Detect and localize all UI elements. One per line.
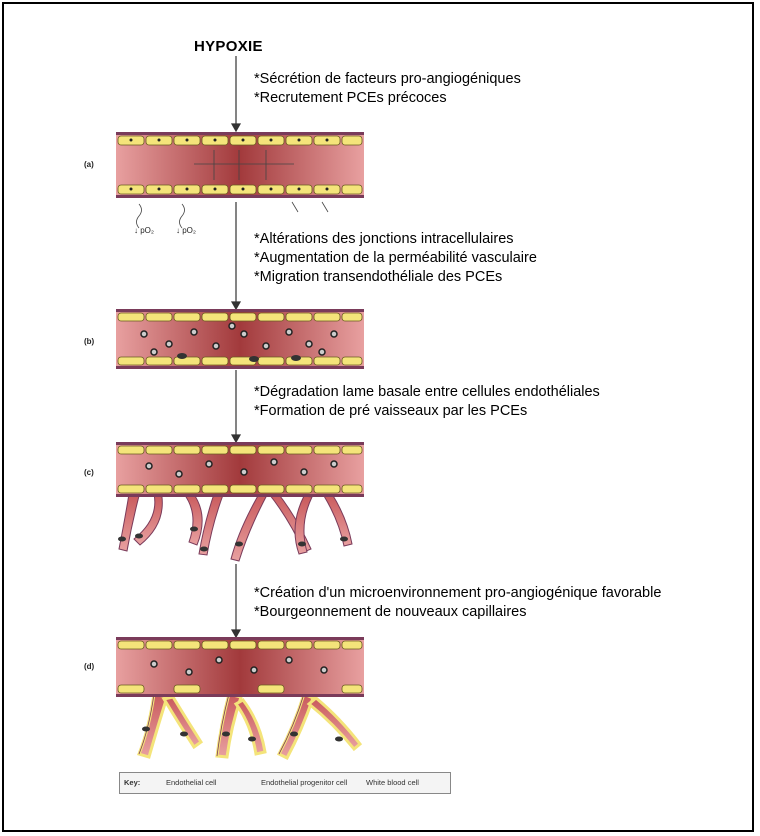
legend-key: Key: Endothelial cell Endothelial progen… [119, 772, 451, 794]
key-label: Key: [124, 778, 140, 787]
vessel-d [116, 637, 364, 758]
angiogenesis-diagram [4, 4, 752, 830]
key-white-blood-cell: White blood cell [366, 778, 419, 787]
key-endothelial-progenitor: Endothelial progenitor cell [261, 778, 347, 787]
key-endothelial-cell: Endothelial cell [166, 778, 216, 787]
vessel-a [116, 132, 364, 228]
vessel-b [116, 309, 364, 369]
vessel-c [116, 442, 364, 561]
